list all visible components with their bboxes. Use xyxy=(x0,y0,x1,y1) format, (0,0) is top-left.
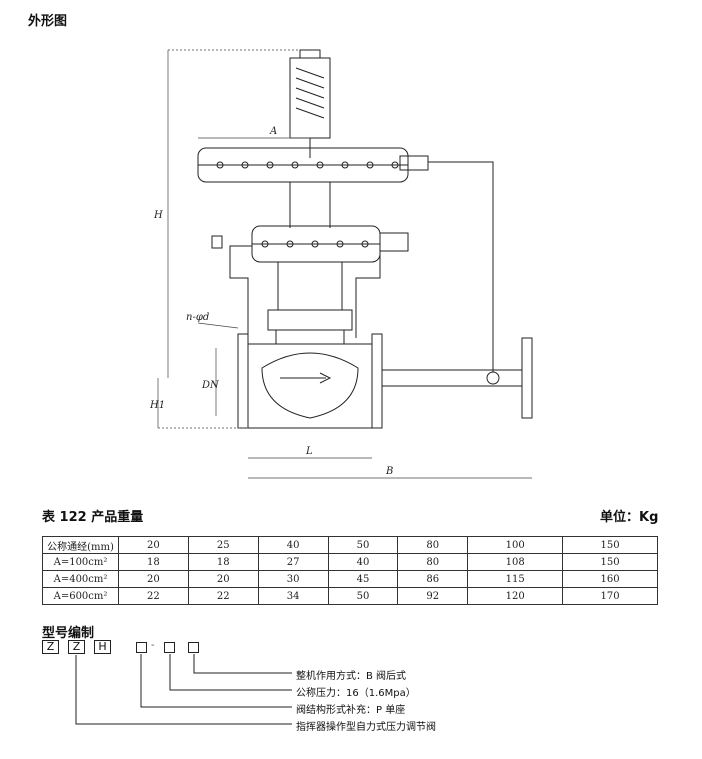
model-separator: - xyxy=(151,640,155,651)
table-cell: 20 xyxy=(118,536,189,554)
table-cell: 150 xyxy=(562,536,658,554)
left-flange xyxy=(237,333,249,429)
dim-label-h1: H1 xyxy=(150,400,165,411)
table-cell: 80 xyxy=(397,536,469,554)
model-desc-structure: 阀结构形式补充：P 单座 xyxy=(296,705,406,716)
right-flange xyxy=(371,333,383,429)
table-cell: 34 xyxy=(257,587,329,605)
table-cell: 170 xyxy=(562,587,658,605)
table-cell: 80 xyxy=(397,553,469,571)
table-cell: 50 xyxy=(327,536,399,554)
table-cell: 45 xyxy=(327,570,399,588)
table-row-label: A=400cm² xyxy=(42,570,119,588)
table-cell: 40 xyxy=(327,553,399,571)
table-row-label: 公称通经(mm) xyxy=(42,536,119,554)
table-row-label: A=100cm² xyxy=(42,553,119,571)
table-cell: 18 xyxy=(118,553,189,571)
table-cell: 20 xyxy=(118,570,189,588)
valve-body xyxy=(247,343,373,429)
model-code-title: 型号编制 xyxy=(42,626,95,641)
model-desc-nominal-pressure: 公称压力：16（1.6Mpa） xyxy=(296,688,416,699)
dim-label-b: B xyxy=(385,466,393,477)
outline-drawing-title: 外形图 xyxy=(28,14,68,29)
model-letter-box: H xyxy=(94,640,111,654)
dim-label-h: H xyxy=(153,210,163,221)
valve-outline-drawing: A H H1 DN L B n-φd xyxy=(150,49,533,479)
table-row-label: A=600cm² xyxy=(42,587,119,605)
table-cell: 40 xyxy=(257,536,329,554)
table-cell: 86 xyxy=(397,570,469,588)
model-blank-box xyxy=(164,642,175,653)
table-cell: 22 xyxy=(118,587,189,605)
bonnet xyxy=(267,309,353,331)
table-cell: 50 xyxy=(327,587,399,605)
dim-label-l: L xyxy=(305,446,313,457)
table-cell: 100 xyxy=(467,536,564,554)
model-blank-box xyxy=(188,642,199,653)
model-desc-action-mode: 整机作用方式：B 阀后式 xyxy=(296,671,407,682)
dim-label-a: A xyxy=(269,126,277,137)
table-cell: 22 xyxy=(187,587,259,605)
dim-label-dn: DN xyxy=(201,380,220,391)
table-cell: 18 xyxy=(187,553,259,571)
table-cell: 108 xyxy=(467,553,564,571)
table-cell: 92 xyxy=(397,587,469,605)
model-letter-box: Z xyxy=(42,640,59,654)
model-letter-box: Z xyxy=(68,640,85,654)
model-desc-valve-type: 指挥器操作型自力式压力调节阀 xyxy=(296,722,436,733)
model-blank-box xyxy=(136,642,147,653)
table-cell: 160 xyxy=(562,570,658,588)
table-cell: 150 xyxy=(562,553,658,571)
table-title: 表 122 产品重量 xyxy=(42,510,144,525)
sensing-tube xyxy=(428,161,494,372)
table-cell: 25 xyxy=(187,536,259,554)
dim-label-nd: n-φd xyxy=(186,312,209,323)
unit-label: 单位：Kg xyxy=(600,510,659,525)
table-cell: 120 xyxy=(467,587,564,605)
table-cell: 115 xyxy=(467,570,564,588)
table-cell: 27 xyxy=(257,553,329,571)
downstream-pipe xyxy=(381,369,523,387)
table-cell: 30 xyxy=(257,570,329,588)
table-cell: 20 xyxy=(187,570,259,588)
